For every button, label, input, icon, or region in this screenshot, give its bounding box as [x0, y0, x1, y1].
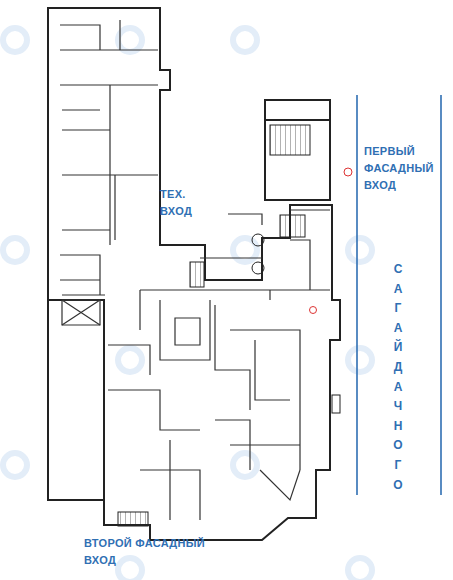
entrance-label: ВТОРОЙ ФАСАДНЫЙ ВХОД [84, 535, 214, 569]
entrance-label: ПЕРВЫЙ ФАСАДНЫЙ ВХОД [364, 143, 448, 194]
street-name: САГАЙДАЧНОГО [392, 260, 404, 495]
entrance-label: ТЕХ. ВХОД [160, 186, 210, 220]
